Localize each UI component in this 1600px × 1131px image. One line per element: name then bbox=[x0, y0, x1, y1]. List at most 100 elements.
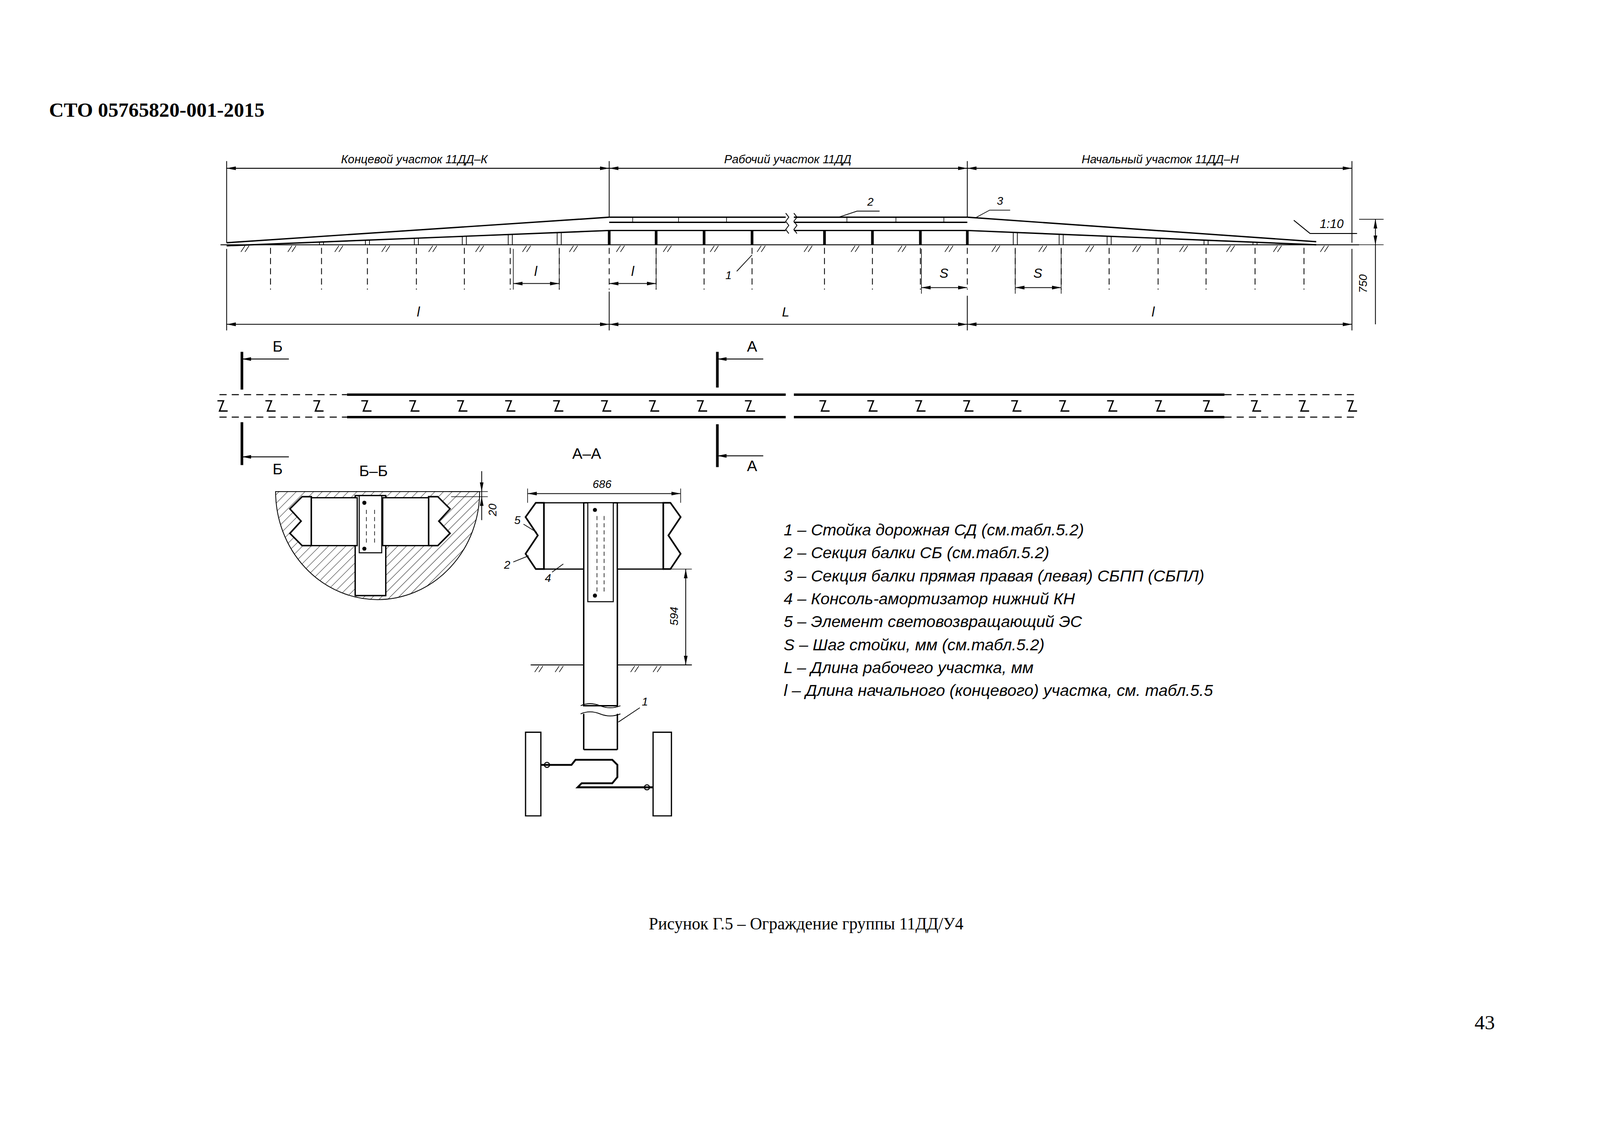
section-title: А–А bbox=[572, 445, 601, 463]
hidden-line bbox=[596, 516, 605, 592]
section-letter: Б bbox=[272, 338, 283, 356]
dimension-arrow bbox=[527, 491, 537, 496]
ground-line bbox=[530, 664, 692, 666]
dimension-label: S bbox=[1033, 265, 1043, 281]
dimension-label: 594 bbox=[668, 606, 681, 626]
bolt bbox=[644, 785, 650, 791]
dimension-arrow bbox=[599, 322, 610, 327]
beam-section bbox=[609, 217, 968, 231]
dimension-arrow bbox=[921, 286, 931, 290]
post-plan bbox=[652, 732, 672, 817]
dimension-label: S bbox=[939, 265, 949, 281]
page-number: 43 bbox=[1474, 1012, 1496, 1035]
section-heading: Концевой участок 11ДД–К bbox=[340, 152, 488, 166]
rail-plan bbox=[347, 394, 1225, 417]
dimension-arrow bbox=[513, 281, 523, 286]
beam-profile bbox=[663, 502, 681, 569]
section-title: Б–Б bbox=[359, 463, 388, 480]
bolt bbox=[593, 508, 598, 513]
dimension-arrow bbox=[717, 357, 727, 361]
leader-line bbox=[552, 564, 564, 573]
dimension-arrow bbox=[683, 656, 688, 666]
dimension-arrow bbox=[1373, 219, 1378, 229]
post-section bbox=[583, 502, 618, 706]
section-letter: Б bbox=[272, 460, 283, 478]
extension-line bbox=[663, 568, 693, 570]
dimension-arrow bbox=[646, 281, 657, 286]
section-heading: Рабочий участок 11ДД bbox=[724, 152, 852, 166]
hidden-line bbox=[366, 510, 375, 546]
extension-line bbox=[1359, 219, 1384, 245]
section-letter: А bbox=[746, 338, 757, 356]
leader-line bbox=[736, 255, 753, 272]
dimension-label: l bbox=[630, 264, 634, 279]
callout-number: 4 bbox=[544, 572, 552, 585]
break-line bbox=[580, 703, 621, 717]
extension-line bbox=[226, 161, 1353, 243]
dimension-arrow bbox=[671, 491, 681, 496]
dimension-arrow bbox=[226, 166, 236, 171]
terminal-post bbox=[268, 232, 1306, 245]
beam-profile bbox=[525, 502, 544, 569]
dimension-line bbox=[967, 323, 1352, 325]
leader-line bbox=[618, 708, 640, 723]
console-section bbox=[543, 502, 584, 569]
dimension-arrow bbox=[609, 166, 619, 171]
dimension-line bbox=[481, 471, 483, 521]
console-section bbox=[617, 502, 664, 569]
extension-line bbox=[513, 249, 1062, 294]
legend-note: 2 – Секция балки СБ (см.табл.5.2) bbox=[783, 544, 1050, 563]
bolt bbox=[362, 500, 367, 506]
dimension-label: L bbox=[781, 304, 790, 320]
terminal-beam bbox=[226, 217, 610, 246]
callout-number: 1 bbox=[641, 695, 649, 709]
soil-hatch bbox=[275, 491, 480, 600]
dimension-label: 20 bbox=[486, 504, 500, 517]
dimension-label: 686 bbox=[592, 478, 612, 491]
dimension-arrow bbox=[958, 166, 968, 171]
legend-note: 5 – Элемент световозвращающий ЭС bbox=[783, 613, 1083, 632]
dimension-arrow bbox=[479, 496, 484, 506]
dimension-arrow bbox=[717, 454, 727, 459]
ground-hatch bbox=[240, 245, 1329, 252]
legend-note: 1 – Стойка дорожная СД (см.табл.5.2) bbox=[783, 521, 1085, 540]
post-plan bbox=[525, 732, 542, 817]
dimension-line bbox=[226, 323, 610, 325]
rail-plan-dashed bbox=[219, 394, 1360, 417]
section-letter: А bbox=[746, 458, 757, 475]
post-plate bbox=[587, 502, 614, 602]
post-section bbox=[583, 714, 618, 750]
dimension-arrow bbox=[241, 357, 251, 361]
dimension-arrow bbox=[1342, 322, 1352, 327]
legend-note: L – Длина рабочего участка, мм bbox=[783, 659, 1034, 678]
dimension-line bbox=[967, 167, 1352, 169]
dimension-label: l bbox=[534, 264, 537, 279]
dimension-line bbox=[226, 167, 610, 169]
terminal-beam bbox=[967, 217, 1317, 245]
section-heading: Начальный участок 11ДД–Н bbox=[1081, 152, 1239, 166]
callout-number: 3 bbox=[996, 194, 1004, 208]
dimension-arrow bbox=[609, 322, 619, 327]
leader-line bbox=[838, 211, 880, 218]
dimension-line bbox=[527, 493, 681, 495]
legend-note: 3 – Секция балки прямая правая (левая) С… bbox=[783, 567, 1205, 586]
buried-post bbox=[270, 247, 1304, 290]
dimension-label: 750 bbox=[1357, 274, 1370, 293]
callout-number: 5 bbox=[514, 514, 521, 527]
dimension-arrow bbox=[1015, 286, 1025, 290]
post-section bbox=[354, 495, 386, 596]
section-cut-line bbox=[715, 352, 719, 468]
legend-note: l – Длина начального (концевого) участка… bbox=[783, 682, 1214, 701]
beam-profile bbox=[428, 496, 451, 546]
figure-caption: Рисунок Г.5 – Ограждение группы 11ДД/У4 bbox=[648, 915, 964, 934]
dimension-arrow bbox=[226, 322, 236, 327]
leader-line bbox=[523, 524, 537, 533]
dimension-line bbox=[685, 569, 687, 666]
dimension-arrow bbox=[599, 166, 610, 171]
dimension-line bbox=[609, 167, 968, 169]
callout-number: 2 bbox=[867, 195, 874, 209]
callout-number: 1 bbox=[725, 269, 732, 282]
dimension-arrow bbox=[241, 455, 251, 459]
